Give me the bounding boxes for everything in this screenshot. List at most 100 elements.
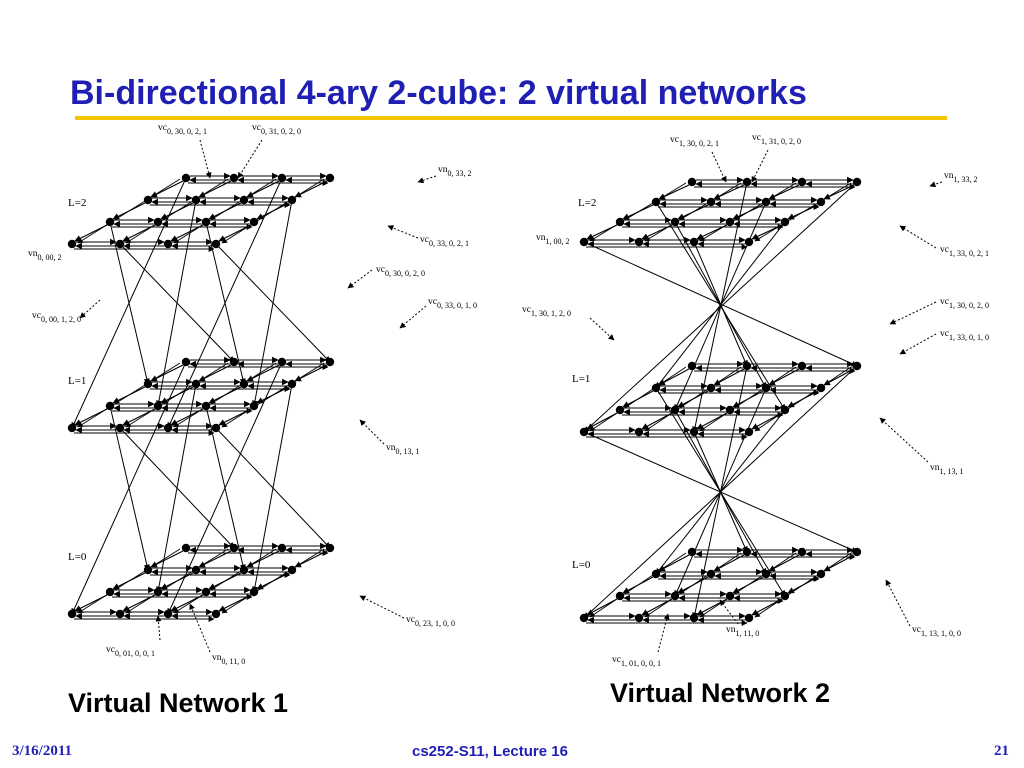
svg-text:vc0, 30, 0, 2, 1: vc0, 30, 0, 2, 1 bbox=[158, 123, 207, 136]
net1-pointer-vn-0-33 bbox=[417, 175, 437, 184]
net1-l1-dwrap-3 bbox=[221, 362, 325, 428]
net2-pointer-vc-1-13 bbox=[885, 579, 911, 627]
svg-text:vn0, 33, 2: vn0, 33, 2 bbox=[438, 165, 472, 178]
net1-label-vn-0-13-1: vn0, 13, 1 bbox=[386, 443, 420, 456]
net1-l1-l0-vlink-3 bbox=[119, 427, 235, 549]
svg-text:vc1, 33, 0, 1, 0: vc1, 33, 0, 1, 0 bbox=[940, 329, 989, 342]
net2-pointer-vn-1-33 bbox=[929, 181, 943, 188]
svg-text:vc0, 33, 0, 2, 1: vc0, 33, 0, 2, 1 bbox=[420, 235, 469, 248]
net2-l0-node-2-2 bbox=[725, 591, 735, 601]
net1-l0-node-1-3 bbox=[115, 609, 125, 619]
net2-pointer-vn-1-11 bbox=[719, 599, 739, 625]
virtual-network-1-graph bbox=[67, 139, 437, 653]
net2-level-1-label: L=1 bbox=[572, 373, 590, 385]
net1-l1-l0-vlink-7 bbox=[215, 427, 331, 549]
net1-l2-l1-vlink-5 bbox=[205, 221, 246, 385]
svg-text:vc1, 31, 0, 2, 0: vc1, 31, 0, 2, 0 bbox=[752, 133, 801, 146]
net2-pointer-vc-1-33-021 bbox=[899, 225, 937, 249]
net1-pointer-vn-0-13 bbox=[359, 419, 385, 445]
net2-pointer-vc-1-30 bbox=[711, 151, 727, 183]
net2-pointer-vc-1-30-120 bbox=[589, 317, 615, 341]
svg-text:vc0, 33, 0, 1, 0: vc0, 33, 0, 1, 0 bbox=[428, 297, 477, 310]
footer-page-number: 21 bbox=[994, 743, 1009, 759]
net2-l2-l1-vlink-7 bbox=[583, 241, 858, 367]
net1-label-vc-0-30-0-2-0: vc0, 30, 0, 2, 0 bbox=[376, 265, 425, 278]
svg-text:vc1, 30, 0, 2, 0: vc1, 30, 0, 2, 0 bbox=[940, 297, 989, 310]
net2-l0-node-0-2 bbox=[615, 591, 625, 601]
svg-text:vc1, 13, 1, 0, 0: vc1, 13, 1, 0, 0 bbox=[912, 625, 961, 638]
net1-label-vc-0-30-0-2-1: vc0, 30, 0, 2, 1 bbox=[158, 123, 207, 136]
net2-label-vc-1-30-0-2-0: vc1, 30, 0, 2, 0 bbox=[940, 297, 989, 310]
net2-l2-dwrap-1 bbox=[644, 182, 742, 242]
net1-l0-node-1-1 bbox=[191, 565, 201, 575]
net2-l0-node-1-3 bbox=[634, 613, 644, 623]
net2-l2-l1-vlink-5 bbox=[674, 221, 767, 389]
net2-l1-dwrap-0 bbox=[589, 366, 687, 432]
net2-l1-dlink-3 bbox=[713, 368, 745, 386]
net1-pointer-vc-0-33-021 bbox=[387, 225, 419, 239]
net2-l2-dwrap-3 bbox=[754, 182, 852, 242]
net2-label-vn-1-33-2: vn1, 33, 2 bbox=[944, 171, 978, 184]
net2-l1-l0-vlink-7 bbox=[583, 431, 858, 553]
net1-l0-node-0-2 bbox=[105, 587, 115, 597]
caption-virtual-network-1: Virtual Network 1 bbox=[68, 688, 289, 718]
net2-l1-node-3-1 bbox=[816, 383, 826, 393]
net2-l1-node-0-0 bbox=[687, 361, 697, 371]
net2-l1-node-0-2 bbox=[615, 405, 625, 415]
net1-l2-dwrap-1 bbox=[125, 178, 229, 244]
net2-l0-dwrap-1 bbox=[644, 552, 742, 618]
net2-label-vc-1-33-0-1-0: vc1, 33, 0, 1, 0 bbox=[940, 329, 989, 342]
net1-l0-dwrap-1 bbox=[125, 548, 229, 614]
net2-l0-dwrap-0 bbox=[589, 552, 687, 618]
svg-text:vc0, 31, 0, 2, 0: vc0, 31, 0, 2, 0 bbox=[252, 123, 301, 136]
net2-label-vc-1-30-1-2-0: vc1, 30, 1, 2, 0 bbox=[522, 305, 571, 318]
net1-label-vn-0-11-0: vn0, 11, 0 bbox=[212, 653, 245, 666]
virtual-network-2-graph bbox=[579, 149, 943, 653]
net2-l0-node-1-1 bbox=[706, 569, 716, 579]
net1-label-vc-0-23-1-0-0: vc0, 23, 1, 0, 0 bbox=[406, 615, 455, 628]
net1-l2-node-0-3 bbox=[67, 239, 77, 249]
net1-label-vc-0-31-0-2-0: vc0, 31, 0, 2, 0 bbox=[252, 123, 301, 136]
net1-label-vc-0-01-0-0-1: vc0, 01, 0, 0, 1 bbox=[106, 645, 155, 658]
net2-label-vn-1-11-0: vn1, 11, 0 bbox=[726, 625, 759, 638]
net2-l1-dwrap-3 bbox=[754, 366, 852, 432]
net1-l2-dwrap-0 bbox=[77, 178, 181, 244]
caption-virtual-network-2: Virtual Network 2 bbox=[610, 678, 831, 708]
net2-l0-dlink-6 bbox=[768, 554, 800, 572]
net2-label-vc-1-33-0-2-1: vc1, 33, 0, 2, 1 bbox=[940, 245, 989, 258]
net2-label-vn-1-13-1: vn1, 13, 1 bbox=[930, 463, 964, 476]
net1-level-2-label: L=2 bbox=[68, 197, 86, 209]
net2-l0-dlink-0 bbox=[658, 554, 690, 572]
net2-l1-node-2-0 bbox=[797, 361, 807, 371]
net1-pointer-vc-0-30 bbox=[199, 139, 212, 179]
net1-level-1-label: L=1 bbox=[68, 375, 86, 387]
net2-l1-dwrap-2 bbox=[699, 366, 797, 432]
net1-l1-l0-vlink-5 bbox=[205, 405, 246, 571]
net1-l2-node-1-0 bbox=[229, 173, 239, 183]
footer-date: 3/16/2011 bbox=[12, 743, 73, 759]
net1-l1-l0-vlink-1 bbox=[109, 405, 150, 571]
net2-l1-node-1-3 bbox=[634, 427, 644, 437]
net1-l2-node-2-3 bbox=[163, 239, 173, 249]
net2-l2-node-3-1 bbox=[816, 197, 826, 207]
net1-l0-dwrap-2 bbox=[173, 548, 277, 614]
net2-l0-node-2-0 bbox=[797, 547, 807, 557]
net2-label-vc-1-01-0-0-1: vc1, 01, 0, 0, 1 bbox=[612, 655, 661, 668]
footer-course: cs252-S11, Lecture 16 bbox=[412, 743, 568, 760]
svg-text:vc0, 30, 0, 2, 0: vc0, 30, 0, 2, 0 bbox=[376, 265, 425, 278]
svg-text:vc1, 01, 0, 0, 1: vc1, 01, 0, 0, 1 bbox=[612, 655, 661, 668]
net2-l2-l1-vlink-6 bbox=[655, 201, 786, 411]
net1-pointer-vc-0-01 bbox=[155, 615, 162, 641]
net2-l2-dwrap-2 bbox=[699, 182, 797, 242]
net1-pointer-vc-0-30-020 bbox=[347, 269, 373, 289]
net2-l0-dwrap-2 bbox=[699, 552, 797, 618]
net2-l2-node-0-0 bbox=[687, 177, 697, 187]
net1-l2-l1-vlink-3 bbox=[119, 243, 235, 363]
net1-l2-node-2-1 bbox=[239, 195, 249, 205]
net2-l2-node-1-3 bbox=[634, 237, 644, 247]
net1-l2-node-3-2 bbox=[249, 217, 259, 227]
net2-l1-dwrap-1 bbox=[644, 366, 742, 432]
svg-text:vn0, 00, 2: vn0, 00, 2 bbox=[28, 249, 62, 262]
net2-l0-dlink-3 bbox=[713, 554, 745, 572]
